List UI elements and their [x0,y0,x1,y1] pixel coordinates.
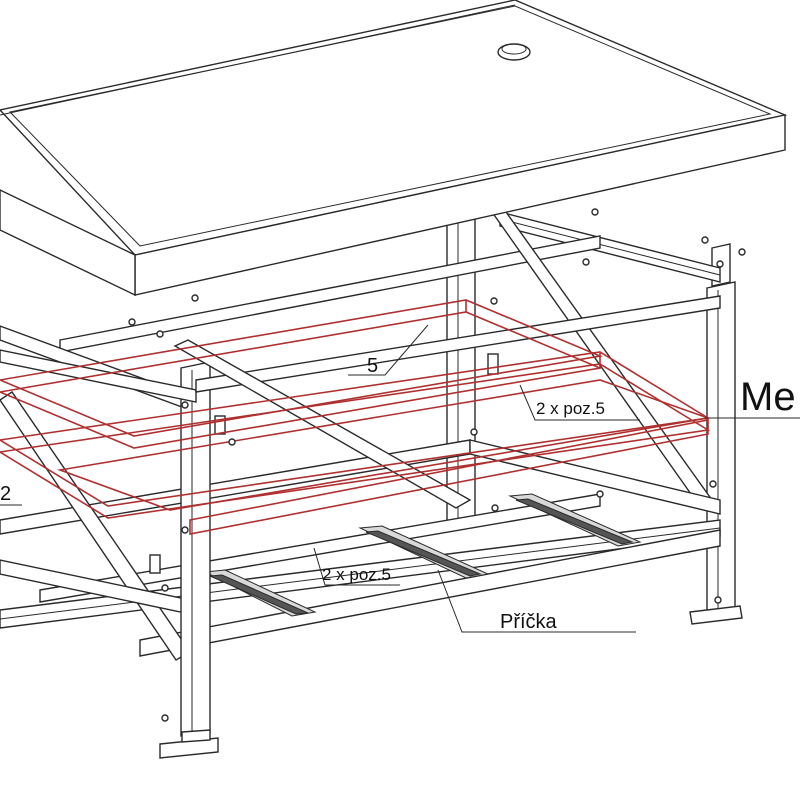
leader-lines [0,324,800,633]
cross-bars [203,493,642,617]
shelf-frame-highlighted [0,299,712,535]
label-right-word: Me [740,375,796,419]
labels: 5 2 x poz.5 2 x poz.5 Příčka 2 Me [0,355,796,633]
label-left-number: 2 [0,483,11,505]
label-pos5: 5 [367,355,378,377]
label-pos5-pair-upper: 2 x poz.5 [536,399,605,418]
table-top [0,0,788,297]
bolts [128,208,746,722]
frame-left [0,295,721,759]
label-pos5-pair-lower: 2 x poz.5 [322,565,391,584]
label-cross-bar: Příčka [500,611,558,633]
